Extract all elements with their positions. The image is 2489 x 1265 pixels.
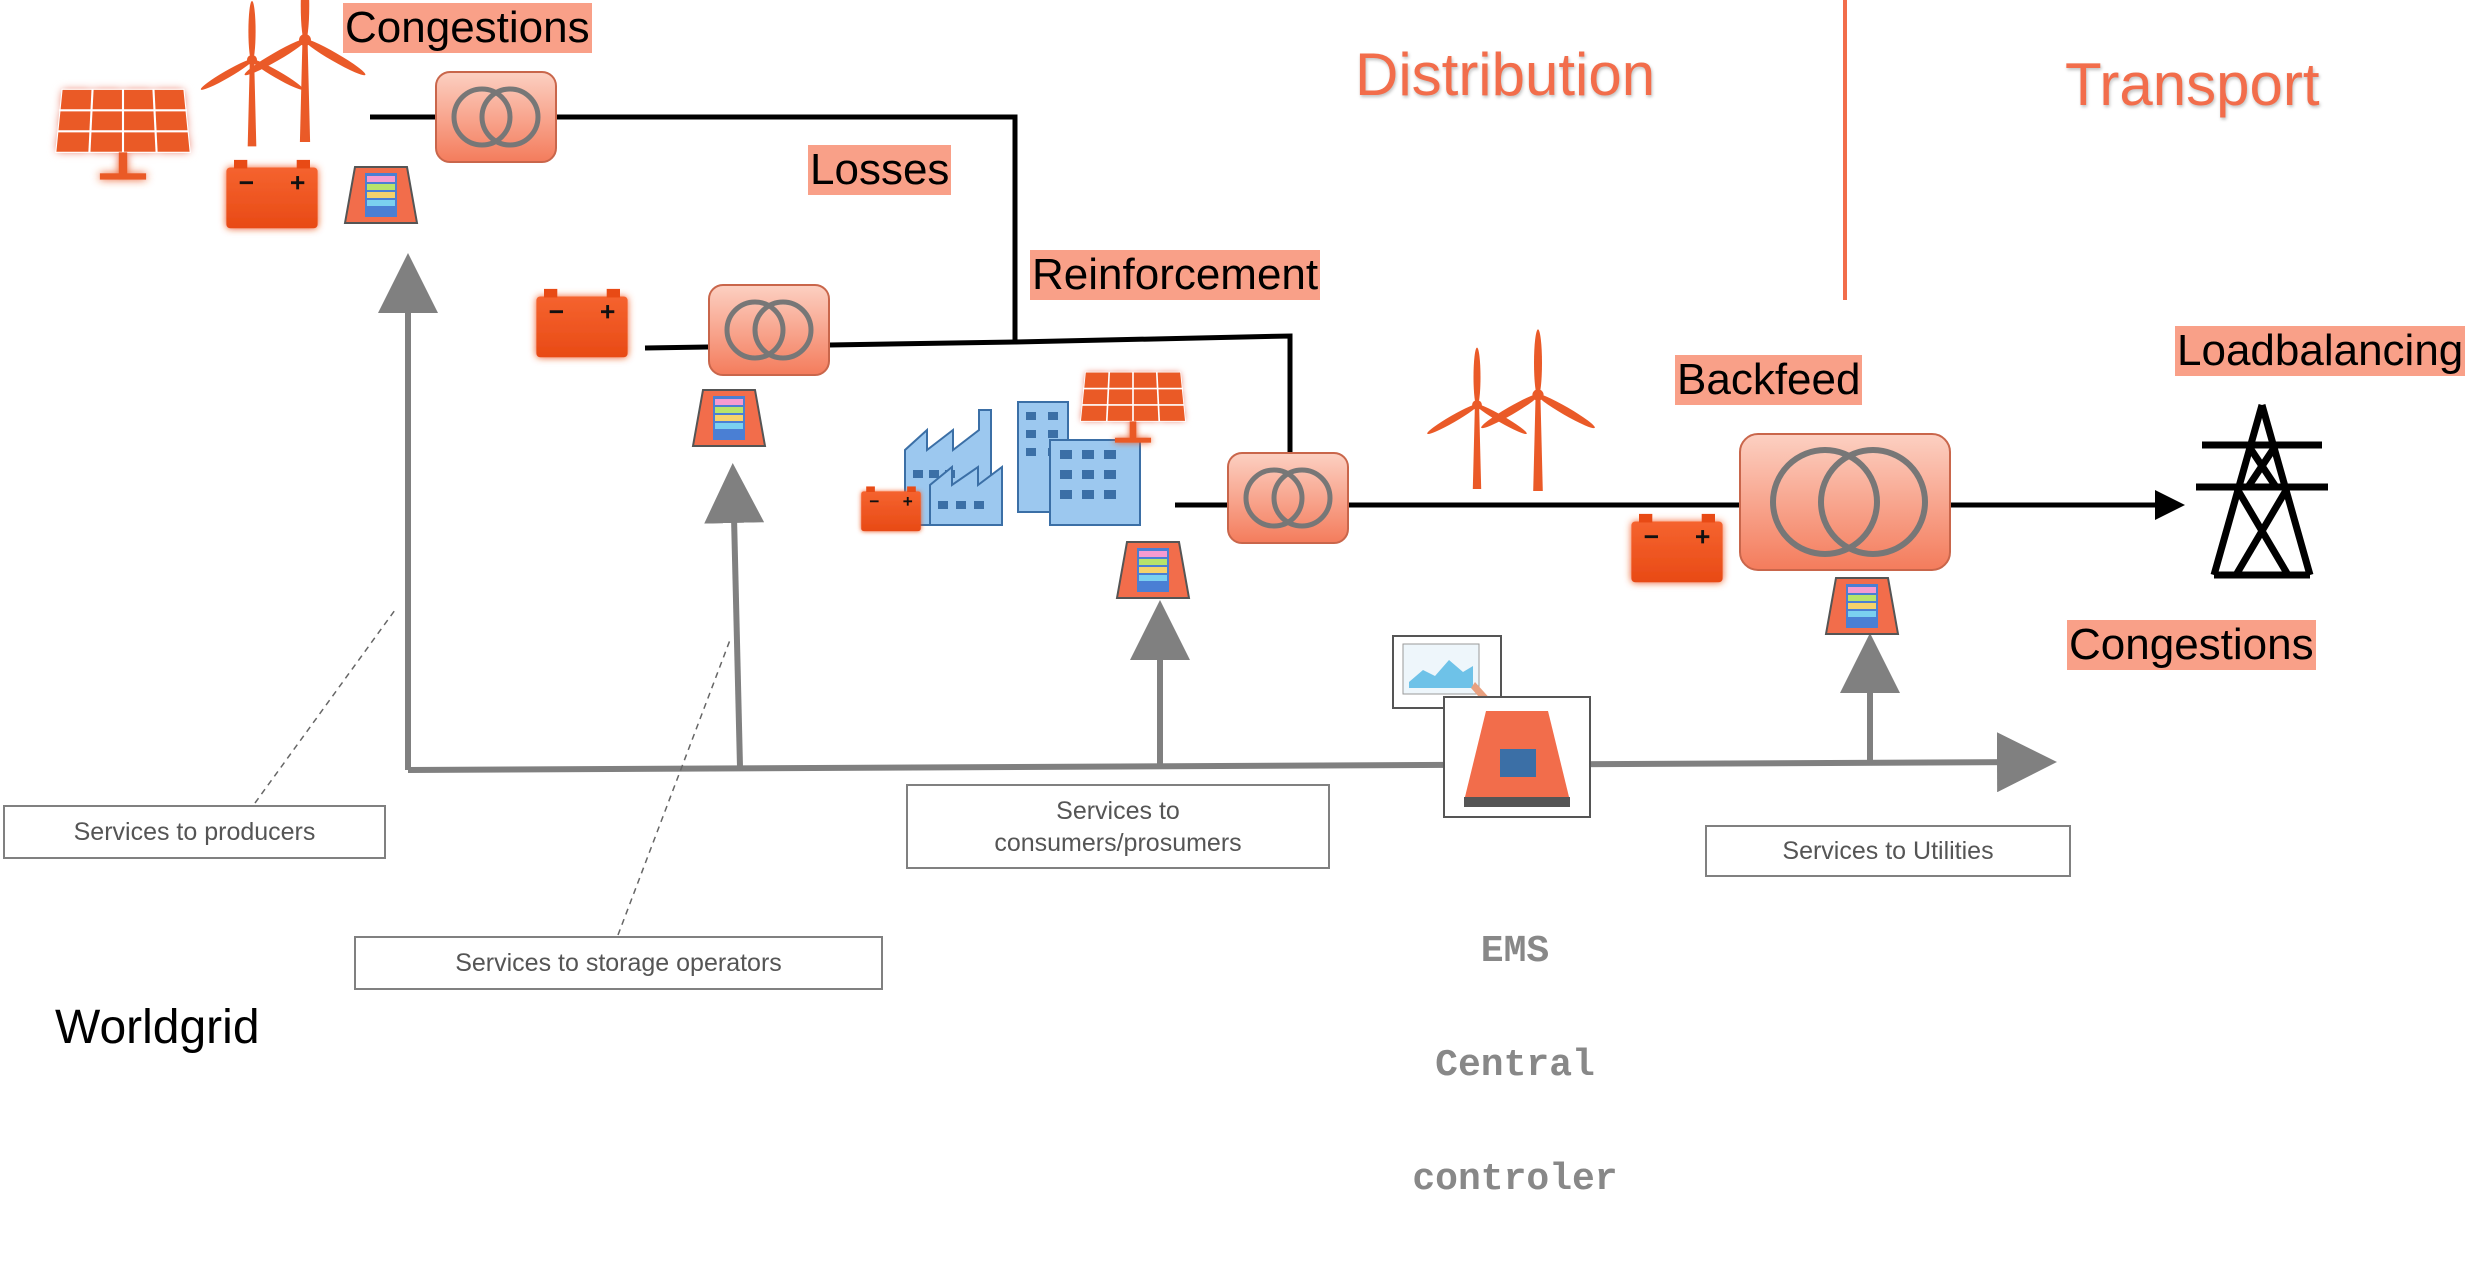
wind-turbine-icon	[1425, 347, 1529, 489]
office-building-icon	[1049, 439, 1141, 526]
transformer-icon	[436, 72, 556, 162]
icons-layer	[54, 0, 2328, 818]
solar-panel-icon	[54, 88, 192, 181]
ems-line3: controler	[1412, 1158, 1618, 1201]
region-distribution: Distribution	[1355, 41, 1656, 108]
tag-congestions-top: Congestions	[343, 3, 592, 53]
wind-turbine-icon	[199, 0, 305, 147]
tag-loadbalancing: Loadbalancing	[2175, 326, 2466, 376]
battery-icon	[1631, 514, 1722, 582]
battery-icon	[226, 160, 317, 228]
ems-line1: EMS	[1480, 930, 1550, 973]
footer-brand: Worldgrid	[55, 1001, 260, 1054]
tag-backfeed: Backfeed	[1675, 355, 1863, 405]
pylon-icon	[2196, 404, 2328, 579]
services-to-producers: Services to producers	[3, 805, 386, 859]
services-to-consumers-line1: Services to	[1056, 796, 1180, 825]
solar-panel-icon	[1079, 371, 1187, 444]
region-transport: Transport	[2065, 51, 2320, 118]
services-to-producers-label: Services to producers	[73, 818, 316, 846]
services-to-consumers-line2: consumers/prosumers	[994, 828, 1242, 857]
meter-icon	[1825, 577, 1899, 635]
tag-reinforcement: Reinforcement	[1030, 250, 1321, 300]
services-to-storage-operators: Services to storage operators	[354, 936, 883, 990]
battery-icon	[536, 289, 627, 357]
transformer-icon	[709, 285, 829, 375]
battery-icon	[861, 486, 921, 531]
ems-label: EMS Central controler	[1320, 866, 1710, 1265]
services-to-utilities-label: Services to Utilities	[1782, 837, 1994, 865]
meter-icon	[1116, 541, 1190, 599]
tag-congestions-right: Congestions	[2067, 620, 2316, 670]
meter-icon	[344, 166, 418, 224]
tag-losses: Losses	[808, 145, 952, 195]
services-to-consumers: Services to consumers/prosumers	[906, 784, 1330, 869]
meter-icon	[692, 389, 766, 447]
services-to-utilities: Services to Utilities	[1705, 825, 2071, 877]
callout-lines	[254, 609, 731, 936]
factory-icon	[929, 464, 1003, 526]
transformer-icon	[1739, 433, 1951, 571]
ems-unit-icon	[1443, 696, 1591, 818]
wind-turbine-icon	[242, 0, 368, 142]
services-to-storage-label: Services to storage operators	[455, 949, 782, 977]
transformer-icon	[1228, 453, 1348, 543]
ems-line2: Central	[1435, 1044, 1595, 1087]
wind-turbine-icon	[1479, 329, 1597, 491]
